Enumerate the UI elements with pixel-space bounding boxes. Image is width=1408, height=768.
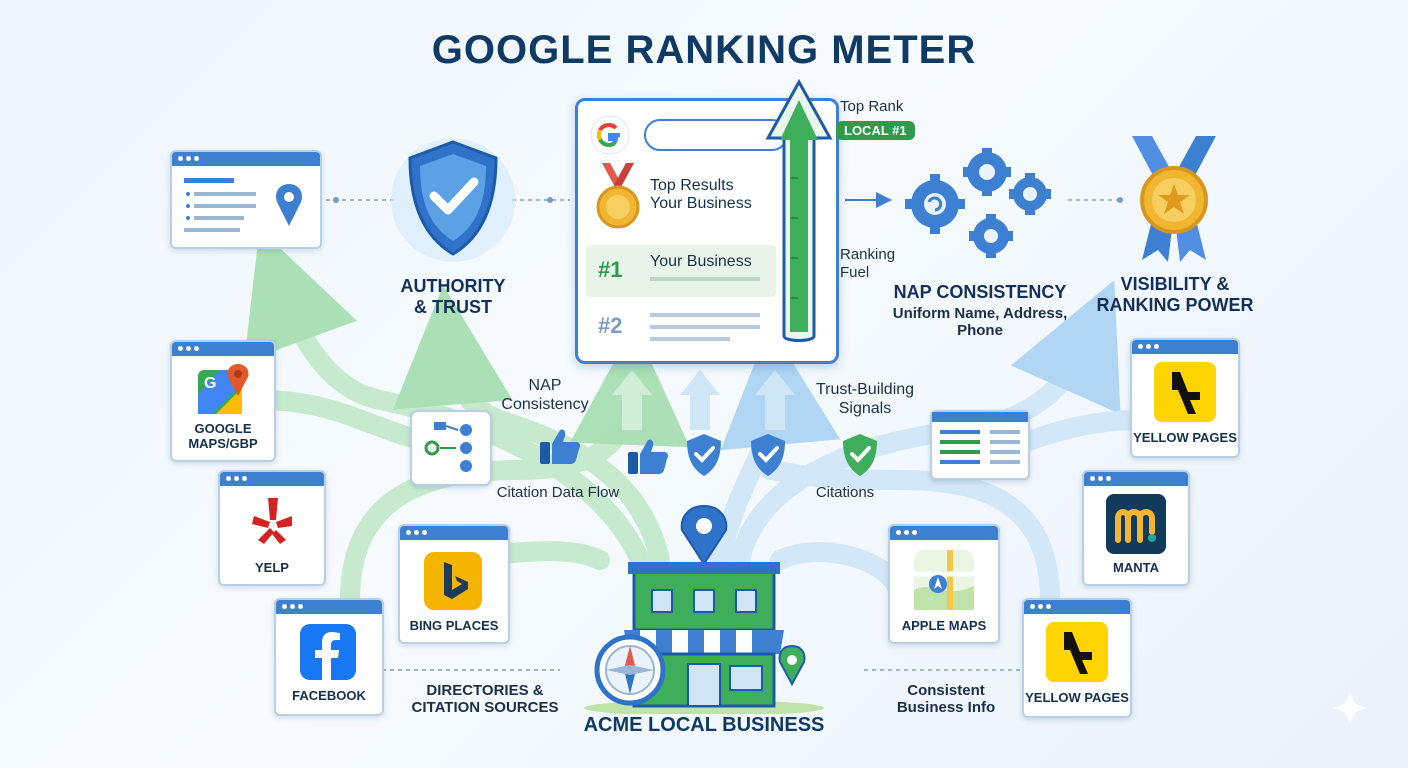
source-card-facebook[interactable]: FACEBOOK — [274, 598, 384, 716]
yelp-label: YELP — [255, 560, 289, 575]
ranking-meter-arrow — [765, 78, 833, 342]
rank-1-number: #1 — [598, 257, 623, 282]
gears-icon — [905, 148, 1051, 258]
rank-2-line-c — [650, 337, 730, 341]
facebook-label: FACEBOOK — [292, 688, 366, 703]
consistent-line2: Business Info — [896, 699, 996, 717]
rank-2-line-a — [650, 313, 760, 317]
spreadsheet-icon — [932, 412, 1028, 464]
authority-line2: & TRUST — [414, 296, 492, 317]
dotted-connectors — [318, 199, 1122, 671]
yellow-pages-icon-2 — [1046, 622, 1108, 682]
page-title: GOOGLE RANKING METER — [431, 28, 977, 72]
central-up-arrows — [612, 370, 795, 430]
google-maps-label: GOOGLE MAPS/GBP — [172, 421, 274, 452]
yellow-pages-bottom-label: YELLOW PAGES — [1025, 690, 1129, 705]
yelp-icon — [252, 498, 292, 544]
yellow-pages-icon — [1154, 362, 1216, 422]
source-card-manta[interactable]: MANTA — [1082, 470, 1190, 586]
listing-card — [170, 150, 322, 249]
authority-trust-label: AUTHORITY & TRUST — [378, 276, 528, 317]
local-1-badge: LOCAL #1 — [836, 121, 915, 140]
data-flow-card — [410, 410, 492, 486]
nap-consistency-sub: Uniform Name, Address, Phone — [880, 305, 1080, 340]
top-results-text: Top Results Your Business — [650, 177, 752, 213]
storefront-icon — [584, 504, 824, 714]
trust-line1: Trust-Building — [815, 381, 915, 398]
fuel-line2: Fuel — [840, 264, 870, 281]
top-results-line2: Your Business — [650, 195, 752, 212]
nap-consistency-flow-label: NAP Consistency — [490, 376, 600, 414]
bing-label: BING PLACES — [409, 618, 499, 633]
compass-icon — [594, 634, 666, 706]
shield-check-green-icon — [843, 434, 877, 476]
award-ribbon-icon — [1132, 136, 1216, 262]
visibility-line2: RANKING POWER — [1096, 294, 1254, 315]
nap-consistency-title: NAP CONSISTENCY — [893, 282, 1067, 302]
source-card-bing[interactable]: BING PLACES — [398, 524, 510, 644]
rank-2-line-b — [650, 325, 760, 329]
apple-maps-label: APPLE MAPS — [901, 618, 987, 633]
consistent-line1: Consistent — [907, 682, 985, 699]
shield-check-icon — [391, 138, 515, 262]
window-bar — [172, 152, 320, 166]
gold-medal-icon — [596, 163, 640, 229]
authority-line1: AUTHORITY — [400, 276, 506, 296]
facebook-icon — [300, 624, 356, 680]
source-card-google-maps[interactable]: G GOOGLE MAPS/GBP — [170, 340, 276, 462]
manta-icon — [1106, 494, 1166, 554]
shield-check-small-icon — [687, 434, 721, 476]
top-rank-label: Top Rank — [840, 98, 904, 115]
apple-maps-icon — [914, 550, 974, 610]
svg-text:G: G — [204, 375, 216, 392]
shield-check-small-icon-2 — [751, 434, 785, 476]
bing-icon — [424, 552, 482, 610]
thumbs-up-icon — [540, 429, 580, 464]
google-maps-line1: GOOGLE — [194, 421, 252, 436]
sparkle-icon — [1332, 690, 1368, 726]
green-flows — [244, 228, 690, 610]
google-maps-icon: G — [198, 364, 249, 414]
trust-signals-label: Trust-Building Signals — [790, 380, 940, 418]
rank-1-name: Your Business — [650, 253, 752, 270]
data-sheet-card — [930, 410, 1030, 480]
visibility-label: VISIBILITY & RANKING POWER — [1080, 274, 1270, 315]
fuel-line1: Ranking — [840, 246, 896, 263]
citations-label: Citations — [815, 484, 875, 501]
rank-1-row[interactable]: #1 Your Business — [586, 245, 776, 297]
visibility-line1: VISIBILITY & — [1120, 274, 1230, 294]
source-card-yellow-pages-right[interactable]: YELLOW PAGES — [1130, 338, 1240, 458]
top-results-line1: Top Results — [650, 177, 734, 194]
source-card-yelp[interactable]: YELP — [218, 470, 326, 586]
rank-2-number: #2 — [598, 313, 623, 338]
thumbs-up-icon-2 — [628, 439, 668, 474]
google-maps-line2: MAPS/GBP — [188, 435, 258, 451]
source-card-apple-maps[interactable]: APPLE MAPS — [888, 524, 1000, 644]
nap-sub-line2: Phone — [957, 322, 1003, 340]
trust-line2: Signals — [838, 400, 892, 418]
business-name: ACME LOCAL BUSINESS — [583, 714, 825, 736]
ranking-fuel-label: Ranking Fuel — [840, 246, 895, 282]
citation-data-flow-label: Citation Data Flow — [496, 484, 620, 501]
rank-1-line — [650, 277, 760, 281]
google-g-icon — [590, 115, 630, 155]
flowchart-icon — [424, 422, 472, 472]
directories-label: DIRECTORIES & CITATION SOURCES — [400, 682, 570, 717]
listing-lines — [184, 178, 302, 232]
nap-flow-line1: NAP — [528, 377, 562, 394]
source-card-yellow-pages-bottom[interactable]: YELLOW PAGES — [1022, 598, 1132, 718]
manta-label: MANTA — [1113, 560, 1159, 575]
directories-line1: DIRECTORIES & — [426, 682, 544, 699]
directories-line2: CITATION SOURCES — [411, 699, 559, 717]
nap-sub-line1: Uniform Name, Address, — [892, 305, 1068, 322]
consistent-info-label: Consistent Business Info — [876, 682, 1016, 717]
rank-2-row[interactable]: #2 — [586, 303, 776, 351]
map-pin-icon — [276, 184, 302, 226]
nap-flow-line2: Consistency — [501, 396, 589, 414]
yellow-pages-right-label: YELLOW PAGES — [1133, 430, 1237, 445]
